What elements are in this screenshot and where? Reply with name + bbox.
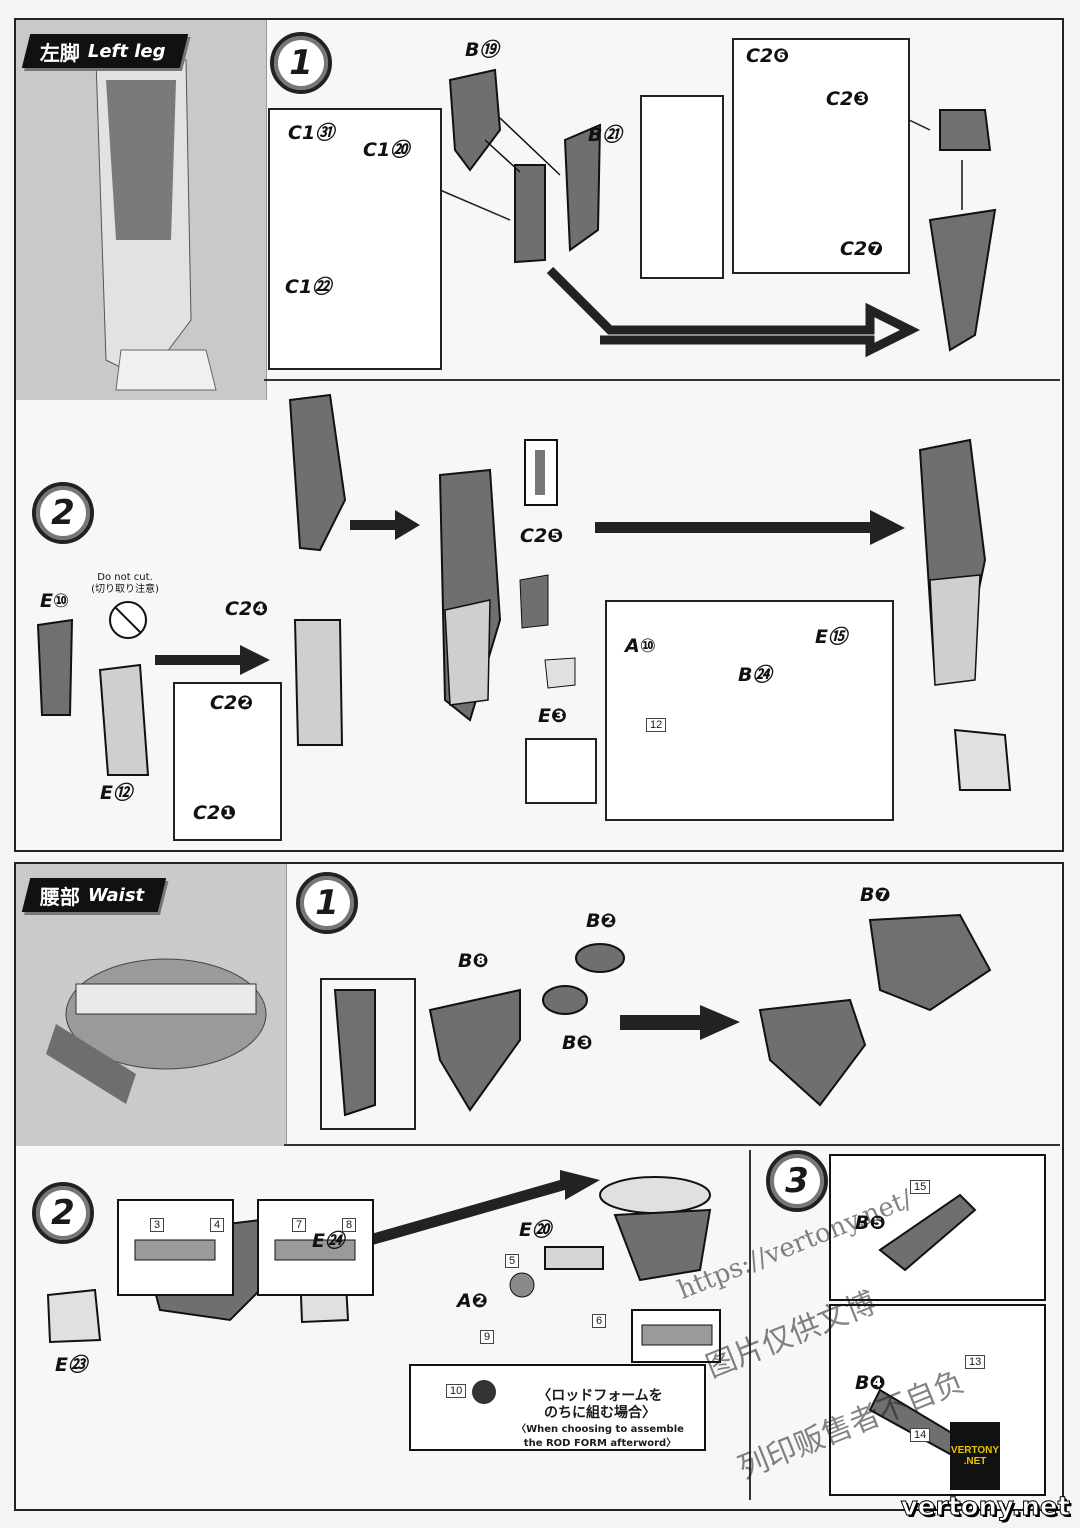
leg-step-2-badge: 2 (32, 482, 94, 544)
part-c2-2: C2❷ (210, 692, 254, 714)
part-b24: B㉔ (738, 664, 772, 686)
leg-step-1-badge: 1 (270, 32, 332, 94)
part-a10: A⑩ (625, 635, 656, 657)
part-c2-6: C2❻ (746, 45, 790, 67)
part-a2: A❷ (457, 1290, 488, 1312)
part-e24: E㉔ (312, 1230, 344, 1252)
part-c1-22: C1㉒ (285, 276, 332, 298)
part-b4: B❹ (855, 1372, 886, 1394)
part-c1-20: C1⑳ (363, 139, 410, 161)
seal-15: 15 (910, 1180, 931, 1194)
vertony-badge: VERTONY .NET (950, 1422, 1000, 1490)
badge-line1: VERTONY (950, 1445, 1000, 1456)
rod-note-en-line1: 〈When choosing to assemble (516, 1423, 684, 1435)
part-e20: E⑳ (519, 1219, 551, 1241)
part-c2-3: C2❸ (826, 88, 870, 110)
part-b2: B❷ (586, 910, 617, 932)
leg-step2-callout-e3 (525, 738, 597, 804)
vertony-brand-text: vertony.net (900, 1492, 1070, 1523)
seal-13: 13 (965, 1355, 986, 1369)
part-b19: B⑲ (465, 39, 499, 61)
part-c1-31: C1㉛ (288, 122, 335, 144)
seal-10: 10 (446, 1384, 467, 1398)
part-c2-4: C2❹ (225, 598, 269, 620)
seal-5: 5 (505, 1254, 520, 1268)
seal-9: 9 (480, 1330, 495, 1344)
part-e15: E⑮ (815, 626, 847, 648)
part-c2-7: C2❼ (840, 238, 884, 260)
part-b8: B❽ (458, 950, 489, 972)
do-not-cut-jp: (切り取り注意) (91, 583, 159, 595)
part-b5: B❺ (855, 1212, 886, 1234)
rod-note-en-line2: the ROD FORM afterword〉 (523, 1437, 677, 1449)
seal-6: 6 (592, 1314, 607, 1328)
part-c2-1: C2❶ (193, 802, 237, 824)
waist-step-3-badge: 3 (766, 1150, 828, 1212)
waist-step1-callout-b7 (320, 978, 416, 1130)
seal-4: 4 (210, 1218, 225, 1232)
part-b7: B❼ (860, 884, 891, 906)
waist-step-1-badge: 1 (296, 872, 358, 934)
rod-form-note: 〈ロッドフォームを のちに組む場合〉 〈When choosing to ass… (500, 1388, 700, 1450)
part-c2-5: C2❺ (520, 525, 564, 547)
left-leg-hero-image (16, 20, 267, 400)
leg-step1-callout-c2 (732, 38, 910, 274)
part-e23: E㉓ (55, 1354, 87, 1376)
part-e3: E❸ (538, 705, 568, 727)
seal-8: 8 (342, 1218, 357, 1232)
leg-step2-callout-foot (605, 600, 894, 821)
seal-14: 14 (910, 1428, 931, 1442)
rod-note-jp-line1: 〈ロッドフォームを (537, 1388, 663, 1404)
seal-12: 12 (646, 718, 667, 732)
waist-step-2-badge: 2 (32, 1182, 94, 1244)
do-not-cut-note: Do not cut. (切り取り注意) (90, 572, 160, 595)
leg-step1-callout-c1 (268, 108, 442, 370)
part-b3: B❸ (562, 1032, 593, 1054)
badge-line2: .NET (963, 1456, 987, 1467)
part-b21: B㉑ (588, 124, 622, 146)
leg-step2-callout-c2 (173, 682, 282, 841)
seal-3: 3 (150, 1218, 165, 1232)
seal-7: 7 (292, 1218, 307, 1232)
part-e12: E⑫ (100, 782, 132, 804)
part-e10: E⑩ (40, 590, 70, 612)
rod-note-jp-line2: のちに組む場合〉 (544, 1404, 656, 1421)
do-not-cut-en: Do not cut. (97, 572, 153, 583)
leg-step1-callout-b19-detail (640, 95, 724, 279)
